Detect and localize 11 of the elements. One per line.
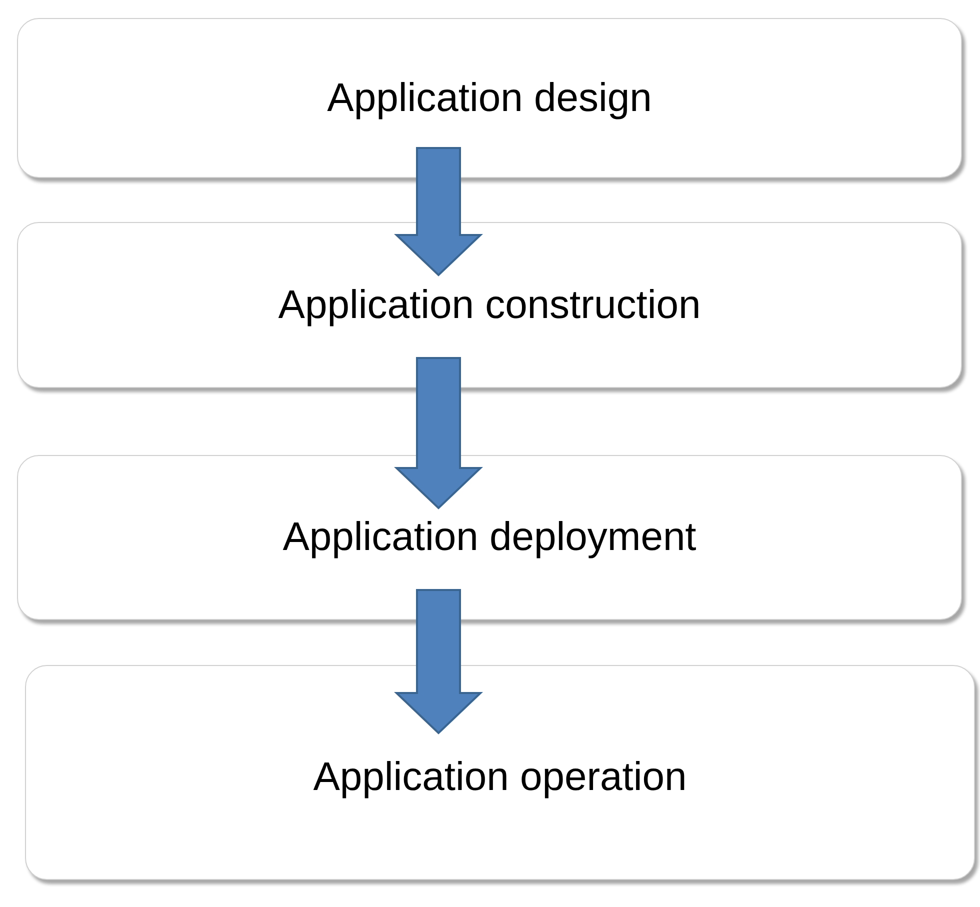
block-arrow [394,589,483,734]
block-arrow [394,357,483,510]
step-label: Application design [327,76,652,120]
process-box [17,222,962,388]
block-arrow [394,147,483,276]
step-label: Application operation [313,755,687,800]
step-label: Application deployment [282,515,696,560]
process-box [17,455,962,620]
step-label: Application construction [278,282,701,328]
process-box [25,665,975,880]
process-box [17,18,962,178]
